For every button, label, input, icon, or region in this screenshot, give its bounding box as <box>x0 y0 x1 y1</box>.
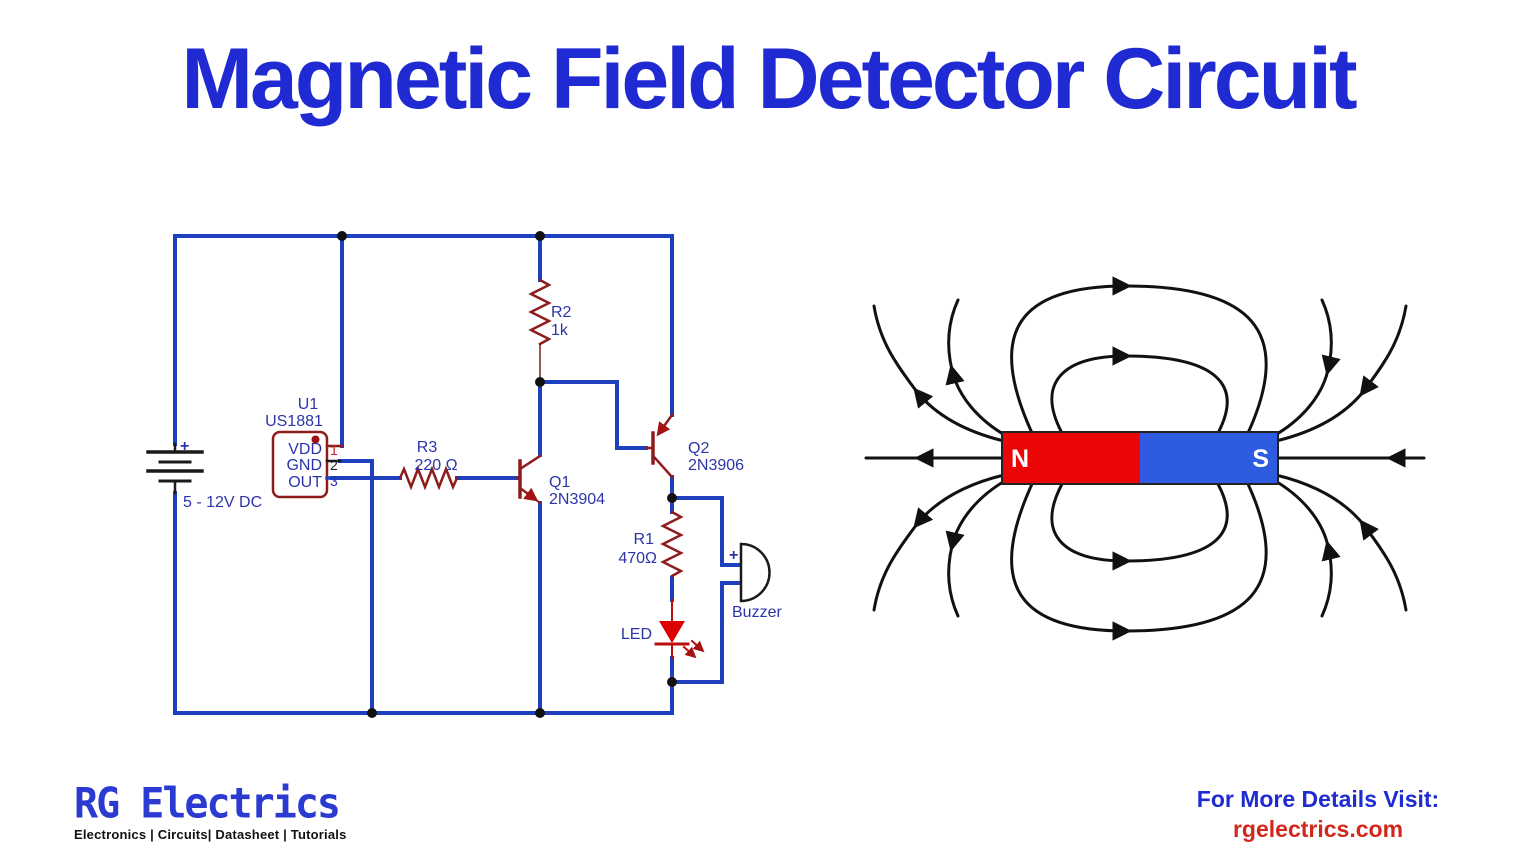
u1-pin-vdd-label: VDD <box>288 441 322 458</box>
brand-block: RG Electrics Electronics | Circuits| Dat… <box>74 780 414 842</box>
u1-pin1-number: 1 <box>330 442 338 458</box>
junction-dot <box>367 708 377 718</box>
website-link[interactable]: rgelectrics.com <box>1232 816 1404 842</box>
led-light-arrow <box>682 645 697 659</box>
q2-part: 2N3906 <box>688 457 744 474</box>
battery-voltage-label: 5 - 12V DC <box>183 494 262 511</box>
hall-sensor-u1 <box>271 430 344 499</box>
details-block: For More Details Visit: rgelectrics.com <box>1150 784 1486 844</box>
buzzer-label: Buzzer <box>732 604 782 621</box>
magnetic-field-diagram: N S <box>864 276 1426 641</box>
buzzer-plus-label: + <box>729 547 738 564</box>
junction-dot <box>667 493 677 503</box>
page-title: Magnetic Field Detector Circuit <box>181 31 1357 127</box>
resistor-r1 <box>660 510 684 578</box>
r2-ref: R2 <box>551 304 572 321</box>
junction-dots <box>337 231 677 718</box>
bar-magnet: N S <box>1001 431 1279 485</box>
magnet-north-label: N <box>1011 445 1029 473</box>
field-lines <box>864 276 1426 641</box>
u1-ref: U1 <box>298 396 319 413</box>
u1-pin3-number: 3 <box>330 473 338 489</box>
resistor-r3 <box>398 465 459 491</box>
r3-value: 220 Ω <box>414 457 457 474</box>
buzzer <box>739 542 771 603</box>
magnet-south-label: S <box>1252 445 1269 473</box>
magnet-south-half <box>1140 432 1278 484</box>
led <box>654 599 705 659</box>
resistor-r2 <box>528 278 552 346</box>
r3-ref: R3 <box>417 439 438 456</box>
led-label: LED <box>621 626 652 643</box>
u1-pin-out-label: OUT <box>288 474 322 491</box>
u1-part: US1881 <box>265 413 323 430</box>
junction-dot <box>535 231 545 241</box>
transistor-q2 <box>644 413 674 479</box>
r2-value: 1k <box>551 322 569 339</box>
junction-dot <box>667 677 677 687</box>
battery-plus-label: + <box>180 438 189 455</box>
u1-pin2-number: 2 <box>330 457 338 473</box>
junction-dot <box>535 708 545 718</box>
magnet-north-half <box>1002 432 1140 484</box>
led-light-arrow <box>690 639 705 653</box>
junction-dot <box>535 377 545 387</box>
r1-ref: R1 <box>634 531 655 548</box>
junction-dot <box>337 231 347 241</box>
u1-pin-gnd-label: GND <box>286 457 322 474</box>
transistor-q1 <box>515 454 542 505</box>
q2-ref: Q2 <box>688 440 709 457</box>
q1-ref: Q1 <box>549 474 570 491</box>
circuit-schematic: + 5 - 12V DC U1 US1881 VDD GND OUT 1 2 3… <box>146 231 782 718</box>
brand-logo: RG Electrics <box>74 780 341 828</box>
q1-part: 2N3904 <box>549 491 605 508</box>
r1-value: 470Ω <box>618 550 657 567</box>
wires <box>173 234 743 715</box>
visit-text: For More Details Visit: <box>1196 786 1440 812</box>
battery <box>146 442 204 495</box>
brand-tagline: Electronics | Circuits| Datasheet | Tuto… <box>74 827 347 842</box>
pin1-dot <box>311 435 320 444</box>
